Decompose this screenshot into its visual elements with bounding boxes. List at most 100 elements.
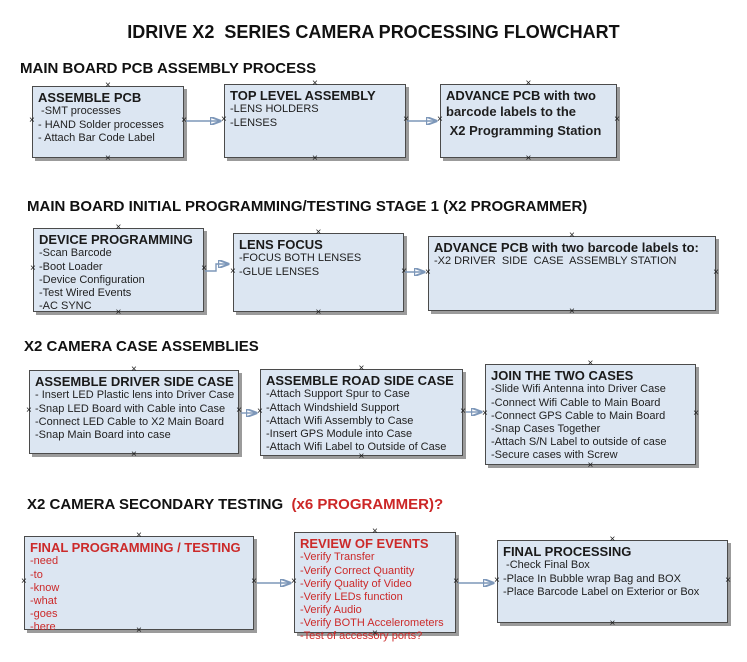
anchor-x-icon: × — [181, 115, 187, 126]
anchor-x-icon: × — [569, 306, 575, 317]
box-item-line: -Attach Wifi Assembly to Case — [266, 414, 414, 427]
anchor-x-icon: × — [358, 451, 365, 462]
anchor-x-icon: × — [372, 526, 378, 537]
box-items: -X2 DRIVER SIDE CASE ASSEMBLY STATION — [434, 255, 710, 268]
section-heading-secondary-testing: X2 CAMERA SECONDARY TESTING (x6 PROGRAMM… — [27, 496, 443, 513]
box-items: -need-to-know-what-goes-here — [30, 555, 248, 634]
box-items: -Check Final Box-Place In Bubble wrap Ba… — [503, 559, 722, 599]
box-item-line: -to — [30, 568, 43, 581]
anchor-x-icon: × — [525, 78, 532, 89]
box-item-line: -Snap Main Board into case — [35, 428, 171, 441]
anchor-x-icon: × — [437, 114, 443, 125]
anchor-x-icon: × — [713, 266, 719, 278]
box-item-line: -need — [30, 555, 59, 568]
heading-text: X2 CAMERA SECONDARY TESTING — [27, 496, 292, 513]
anchor-x-icon: × — [131, 364, 137, 375]
anchor-x-icon: × — [569, 230, 575, 241]
box-item-line: -Verify Audio — [300, 604, 362, 617]
flow-box-join-the-two-cases: ×××× JOIN THE TWO CASES -Slide Wifi Ante… — [482, 359, 699, 471]
flow-box-advance-pcb-driver-side-station: ×××× ADVANCE PCB with two barcode labels… — [425, 231, 719, 317]
anchor-x-icon: × — [201, 263, 207, 274]
anchor-x-icon: × — [609, 534, 616, 545]
heading-text: MAIN BOARD INITIAL PROGRAMMING/TESTING S… — [27, 198, 588, 215]
box-item-line: -Insert GPS Module into Case — [266, 427, 413, 440]
flow-box-lens-focus: × × × × LENS FOCUS -FOCUS BOTH LENSES-GLUE … — [230, 228, 407, 318]
box-title: ADVANCE PCB with two — [446, 88, 596, 103]
anchor-x-icon: × — [693, 407, 699, 419]
flow-box-assemble-driver-side-case: ×××× ASSEMBLE DRIVER SIDE CASE - Insert … — [26, 365, 242, 460]
anchor-x-icon: × — [587, 460, 594, 471]
box-item-line: -Attach Windshield Support — [266, 401, 400, 414]
flow-box-advance-pcb-programming-station: × × × × ADVANCE PCB with two barcode labels… — [437, 79, 620, 164]
box-item-line: barcode labels to the — [446, 104, 577, 120]
box-item-line: -SMT processes — [38, 105, 121, 118]
box-item-line: -LENS HOLDERS — [230, 103, 319, 116]
box-title: REVIEW OF EVENTS — [300, 536, 429, 551]
box-items: -Attach Support Spur to Case-Attach Wind… — [266, 388, 457, 454]
box-title: ADVANCE PCB with two barcode labels to: — [434, 240, 699, 255]
box-title: ASSEMBLE DRIVER SIDE CASE — [35, 374, 234, 389]
anchor-x-icon: × — [315, 227, 322, 238]
flow-box-assemble-road-side-case: ×××× ASSEMBLE ROAD SIDE CASE -Attach Sup… — [257, 364, 466, 462]
flow-box-device-programming: × × × × DEVICE PROGRAMMING -Scan Barcode-Bo… — [30, 223, 207, 318]
box-item-line: -Verify Transfer — [300, 551, 375, 564]
box-items: -LENS HOLDERS-LENSES — [230, 103, 400, 129]
anchor-x-icon: × — [105, 153, 111, 164]
box-items: -Slide Wifi Antenna into Driver Case-Con… — [491, 383, 690, 462]
box-item-line: - HAND Solder processes — [38, 118, 164, 131]
box-item-line: -Attach Wifi Label to Outside of Case — [266, 441, 447, 454]
anchor-x-icon: × — [230, 265, 236, 277]
flow-box-final-processing: ×××× FINAL PROCESSING -Check Final Box-P… — [494, 535, 731, 629]
flow-box-review-of-events: ×××× REVIEW OF EVENTS -Verify Transfer-V… — [291, 527, 459, 643]
box-item-line: -Connect LED Cable to X2 Main Board — [35, 415, 224, 428]
anchor-x-icon: × — [525, 153, 532, 164]
box-items: -Verify Transfer-Verify Correct Quantity… — [300, 551, 450, 643]
anchor-x-icon: × — [136, 530, 142, 541]
box-title: DEVICE PROGRAMMING — [39, 232, 193, 247]
anchor-x-icon: × — [26, 405, 32, 416]
box-item-line: -Snap Cases Together — [491, 422, 601, 435]
anchor-x-icon: × — [358, 363, 365, 374]
flow-box-top-level-assembly: ×××× TOP LEVEL ASSEMBLY -LENS HOLDERS-LE… — [221, 79, 409, 164]
anchor-x-icon: × — [257, 405, 263, 417]
anchor-x-icon: × — [221, 114, 227, 125]
box-item-line: -Snap LED Board with Cable into Case — [35, 402, 226, 415]
box-item-line: -goes — [30, 608, 58, 621]
box-item-line: -Place In Bubble wrap Bag and BOX — [503, 572, 681, 585]
anchor-x-icon: × — [372, 628, 378, 639]
anchor-x-icon: × — [105, 80, 111, 91]
box-title: TOP LEVEL ASSEMBLY — [230, 88, 376, 103]
box-item-line: -Verify LEDs function — [300, 590, 403, 603]
anchor-x-icon: × — [115, 307, 122, 318]
box-item-line: -Check Final Box — [503, 559, 590, 572]
box-title: LENS FOCUS — [239, 237, 323, 252]
anchor-x-icon: × — [115, 222, 122, 233]
anchor-x-icon: × — [401, 265, 407, 277]
section-heading-case-assemblies: X2 CAMERA CASE ASSEMBLIES — [24, 338, 259, 355]
anchor-x-icon: × — [315, 307, 322, 318]
anchor-x-icon: × — [614, 114, 620, 125]
flow-box-final-programming-testing: ×××× FINAL PROGRAMMING / TESTING -need-t… — [21, 531, 257, 636]
box-item-line: -Attach S/N Label to outside of case — [491, 436, 667, 449]
box-item-line: -Verify Quality of Video — [300, 577, 412, 590]
anchor-x-icon: × — [312, 78, 318, 89]
anchor-x-icon: × — [236, 405, 242, 416]
box-items: -FOCUS BOTH LENSES-GLUE LENSES — [239, 252, 398, 278]
box-item-line: -X2 DRIVER SIDE CASE ASSEMBLY STATION — [434, 255, 677, 268]
anchor-x-icon: × — [29, 115, 35, 126]
flow-box-assemble-pcb: ×××× ASSEMBLE PCB -SMT processes- HAND S… — [29, 81, 187, 164]
box-title: FINAL PROCESSING — [503, 544, 632, 559]
box-item-line: - Attach Bar Code Label — [38, 131, 155, 144]
box-item-line: -Secure cases with Screw — [491, 449, 618, 462]
box-title: ASSEMBLE ROAD SIDE CASE — [266, 373, 454, 388]
anchor-x-icon: × — [312, 153, 318, 164]
box-items: barcode labels to the X2 Programming Sta… — [446, 103, 611, 141]
anchor-x-icon: × — [453, 575, 459, 587]
box-item-line: -Verify BOTH Accelerometers — [300, 617, 444, 630]
anchor-x-icon: × — [30, 263, 36, 274]
connector-device-to-lensfocus — [205, 264, 228, 272]
box-items: -Scan Barcode-Boot Loader-Device Configu… — [39, 247, 198, 313]
anchor-x-icon: × — [609, 618, 616, 629]
heading-accent-text: (x6 PROGRAMMER)? — [291, 496, 444, 513]
box-item-line: -Slide Wifi Antenna into Driver Case — [491, 383, 666, 396]
